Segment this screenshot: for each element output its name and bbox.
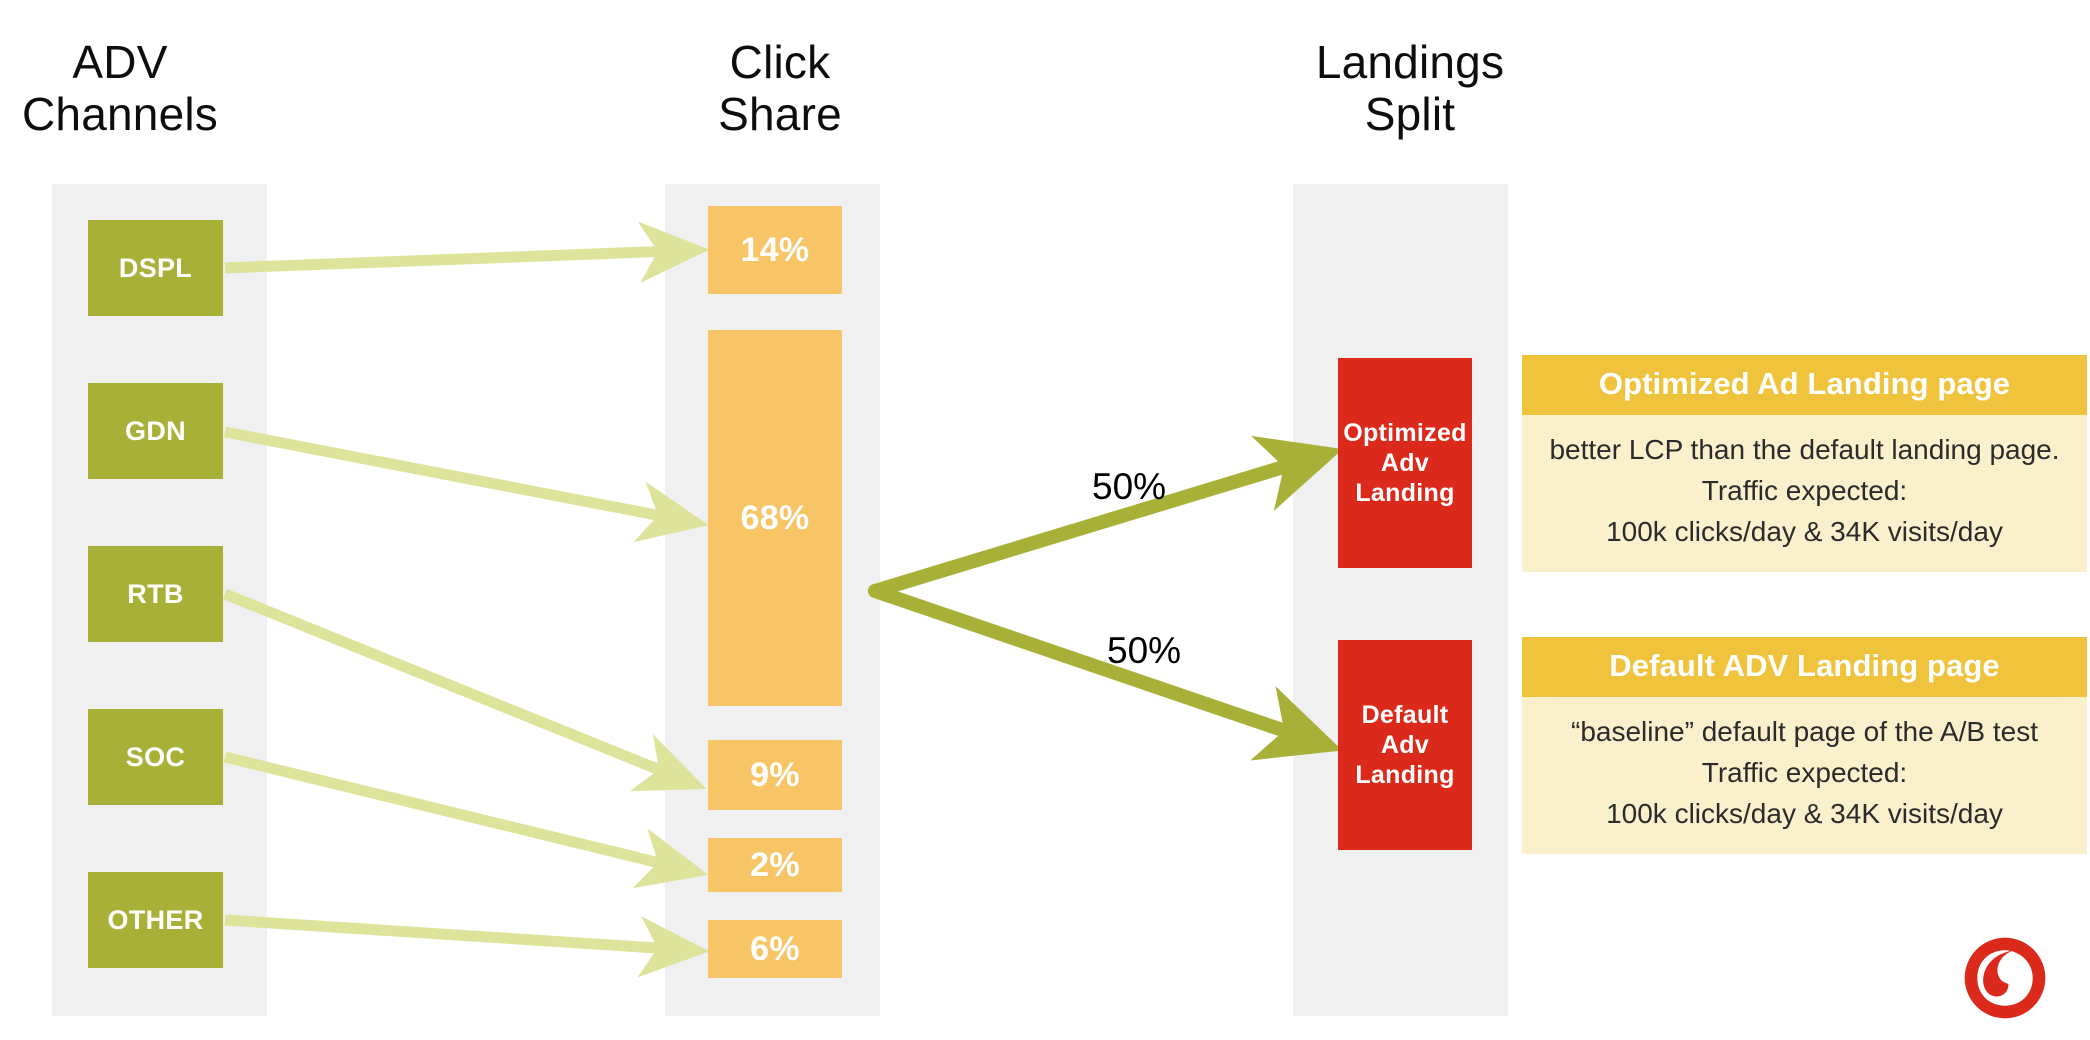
channel-chip-dspl[interactable]: DSPL [88, 220, 223, 316]
vodafone-logo [1964, 937, 2046, 1019]
info-card-line: 100k clicks/day & 34K visits/day [1606, 516, 2003, 547]
link-dspl-14 [224, 221, 710, 284]
link-other-6 [224, 914, 710, 978]
info-card-default: Default ADV Landing page “baseline” defa… [1522, 637, 2087, 854]
column-title-click-share: Click Share [718, 36, 842, 140]
info-card-title: Optimized Ad Landing page [1522, 355, 2087, 415]
landing-line-1: Default [1361, 701, 1449, 729]
landing-line-2: Adv [1380, 731, 1430, 759]
channel-chip-soc[interactable]: SOC [88, 709, 223, 805]
panel-landings-split [1293, 184, 1508, 1016]
landing-line-1: Optimized [1343, 419, 1467, 447]
landing-box-optimized[interactable]: Optimized Adv Landing [1338, 358, 1472, 568]
landing-line-3: Landing [1355, 479, 1455, 507]
link-split-optimized [868, 435, 1343, 598]
landing-line-2: Adv [1380, 449, 1430, 477]
info-card-line: Traffic expected: [1701, 475, 1908, 506]
split-label-default: 50% [1107, 630, 1182, 671]
link-gdn-68 [223, 426, 709, 543]
channel-chip-rtb[interactable]: RTB [88, 546, 223, 642]
link-split-default [868, 584, 1343, 761]
split-label-optimized: 50% [1092, 466, 1167, 507]
info-card-line: 100k clicks/day & 34K visits/day [1606, 798, 2003, 829]
info-card-line: Traffic expected: [1701, 757, 1908, 788]
share-bar-2[interactable]: 2% [708, 838, 842, 892]
link-soc-2 [223, 751, 709, 889]
info-card-line: better LCP than the default landing page… [1549, 434, 2060, 465]
column-title-adv-channels: ADV Channels [22, 36, 218, 140]
landing-line-3: Landing [1355, 761, 1455, 789]
share-bar-9[interactable]: 9% [708, 740, 842, 810]
info-card-line: “baseline” default page of the A/B test [1571, 716, 2038, 747]
landing-box-default[interactable]: Default Adv Landing [1338, 640, 1472, 850]
info-card-title: Default ADV Landing page [1522, 637, 2087, 697]
share-bar-68[interactable]: 68% [708, 330, 842, 706]
share-bar-14[interactable]: 14% [708, 206, 842, 294]
info-card-optimized: Optimized Ad Landing page better LCP tha… [1522, 355, 2087, 572]
channel-chip-gdn[interactable]: GDN [88, 383, 223, 479]
share-bar-6[interactable]: 6% [708, 920, 842, 978]
info-card-body: better LCP than the default landing page… [1522, 415, 2087, 572]
info-card-body: “baseline” default page of the A/B test … [1522, 697, 2087, 854]
column-title-landings-split: Landings Split [1315, 36, 1505, 140]
channel-chip-other[interactable]: OTHER [88, 872, 223, 968]
link-rtb-9 [222, 588, 707, 792]
